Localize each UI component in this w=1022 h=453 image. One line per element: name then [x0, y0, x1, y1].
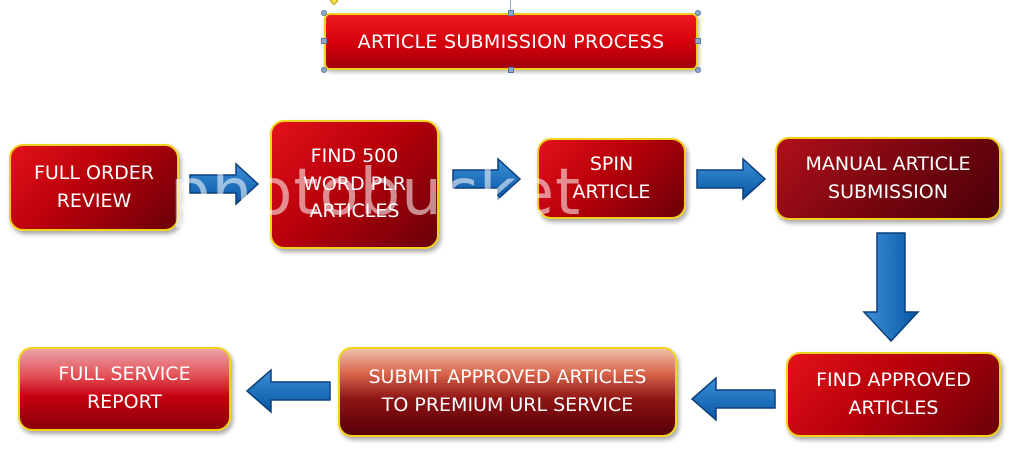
resize-handle-middle-right[interactable]	[695, 38, 701, 44]
step-label: SPIN ARTICLE	[572, 152, 651, 203]
step-manual-article-submission[interactable]: MANUAL ARTICLE SUBMISSION	[775, 137, 1001, 220]
step-find-plr-articles[interactable]: FIND 500 WORD PLR ARTICLES	[270, 120, 439, 249]
photobucket-watermark: photobucket	[170, 156, 581, 230]
step-label: SUBMIT APPROVED ARTICLES TO PREMIUM URL …	[368, 366, 647, 416]
step-label: MANUAL ARTICLE SUBMISSION	[805, 152, 971, 203]
diagram-title-box[interactable]: ARTICLE SUBMISSION PROCESS	[324, 13, 698, 70]
step-submit-approved-articles[interactable]: SUBMIT APPROVED ARTICLES TO PREMIUM URL …	[338, 347, 677, 437]
step-label: FIND APPROVED ARTICLES	[816, 368, 971, 419]
arrow-right-icon	[189, 162, 260, 206]
resize-handle-top-right[interactable]	[695, 10, 701, 16]
resize-handle-bottom-right[interactable]	[695, 67, 701, 73]
resize-handle-bottom-center[interactable]	[508, 67, 514, 73]
step-full-service-report[interactable]: FULL SERVICE REPORT	[18, 347, 231, 431]
arrow-right-icon	[452, 157, 522, 201]
step-label: FULL ORDER REVIEW	[33, 161, 155, 212]
resize-handle-top-center[interactable]	[508, 10, 514, 16]
arrow-right-icon	[696, 157, 767, 201]
resize-handle-bottom-left[interactable]	[321, 67, 327, 73]
rotation-guide-line	[510, 0, 511, 12]
step-find-approved-articles[interactable]: FIND APPROVED ARTICLES	[786, 352, 1001, 437]
step-spin-article[interactable]: SPIN ARTICLE	[537, 138, 686, 219]
resize-handle-middle-left[interactable]	[321, 38, 327, 44]
arrow-left-icon	[690, 376, 776, 422]
diagram-title: ARTICLE SUBMISSION PROCESS	[357, 30, 665, 53]
step-full-order-review[interactable]: FULL ORDER REVIEW	[9, 144, 179, 231]
step-label: FIND 500 WORD PLR ARTICLES	[303, 145, 406, 223]
arrow-down-icon	[862, 232, 920, 343]
resize-handle-top-left[interactable]	[321, 10, 327, 16]
arrow-left-icon	[245, 368, 331, 414]
watermark-text: photobucket	[170, 156, 582, 230]
step-label: FULL SERVICE REPORT	[58, 363, 191, 413]
